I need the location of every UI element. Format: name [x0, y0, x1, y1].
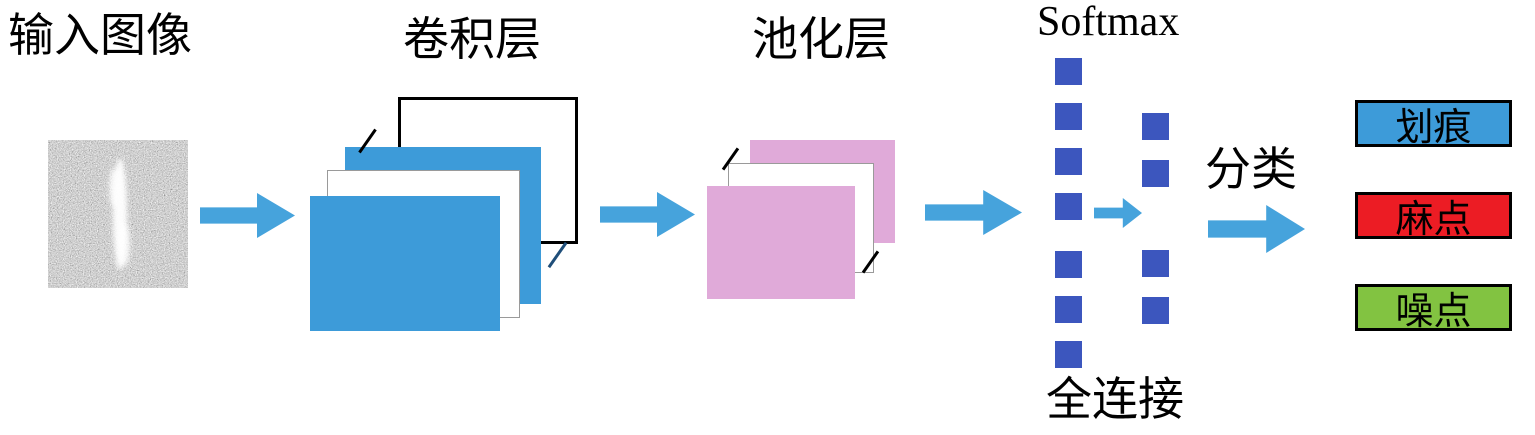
fc-node: [1055, 103, 1082, 130]
fc-node: [1055, 193, 1082, 220]
conv-layer-label: 卷积层: [403, 14, 541, 65]
fc-node: [1142, 250, 1169, 277]
arrow-fc-internal: [1094, 198, 1142, 228]
softmax-label: Softmax: [1037, 0, 1180, 45]
arrow-input-to-conv: [200, 193, 295, 238]
arrow-fc-to-classes: [1208, 205, 1305, 253]
pool-layer-front: [707, 186, 855, 299]
fc-node: [1142, 297, 1169, 324]
arrow-conv-to-pool: [600, 192, 695, 237]
class-box-0: 划痕: [1355, 100, 1512, 149]
input-image: [48, 140, 188, 288]
input-image-label: 输入图像: [8, 10, 192, 61]
conv-slash-bottom: [547, 241, 568, 269]
arrow-pool-to-fc: [925, 190, 1022, 235]
fc-node: [1055, 58, 1082, 85]
class-box-1: 麻点: [1355, 192, 1512, 241]
fully-connected-label: 全连接: [1046, 374, 1184, 425]
fc-node: [1055, 296, 1082, 323]
conv-layer-front: [310, 196, 500, 331]
fc-node: [1055, 251, 1082, 278]
fc-node: [1055, 341, 1082, 368]
fc-node: [1142, 160, 1169, 187]
fc-node: [1142, 113, 1169, 140]
scratch-streak: [109, 158, 130, 270]
fc-node: [1055, 148, 1082, 175]
pool-layer-label: 池化层: [752, 14, 890, 65]
class-box-2: 噪点: [1355, 284, 1512, 333]
classify-label: 分类: [1205, 144, 1297, 195]
